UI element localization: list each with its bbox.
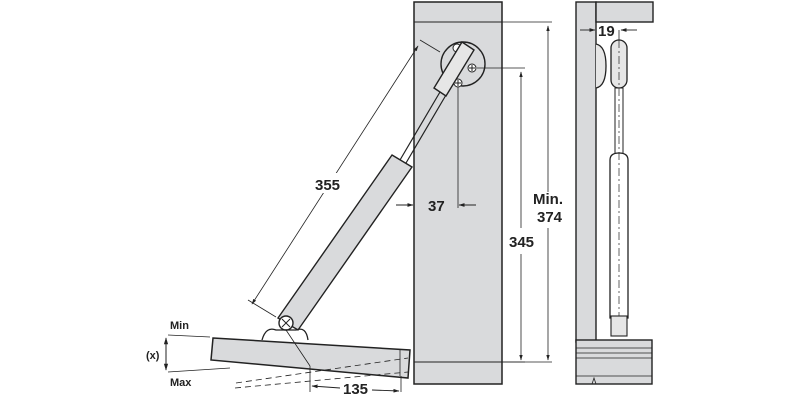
angle-min-label: Min <box>170 320 189 332</box>
dim-345: 345 <box>477 67 534 363</box>
dim-19: 19 <box>580 23 637 40</box>
dim-355-label: 355 <box>315 177 340 194</box>
dim-min-label: Min. <box>533 191 563 208</box>
dim-355: 355 <box>247 39 441 318</box>
dim-135: 135 <box>309 366 402 398</box>
dim-37-label: 37 <box>428 198 445 215</box>
dim-374-label: 374 <box>537 209 563 226</box>
angle-max-label: Max <box>170 377 192 389</box>
dim-135-label: 135 <box>343 381 368 398</box>
angle-var-label: (x) <box>146 350 160 362</box>
dim-19-label: 19 <box>598 23 615 40</box>
dim-345-label: 345 <box>509 234 534 251</box>
flap <box>210 329 411 389</box>
dim-37: 37 <box>396 87 476 215</box>
dim-374: Min. <box>502 21 563 363</box>
angle-indicator: Min Max (x) <box>146 320 231 389</box>
side-view <box>575 1 654 385</box>
